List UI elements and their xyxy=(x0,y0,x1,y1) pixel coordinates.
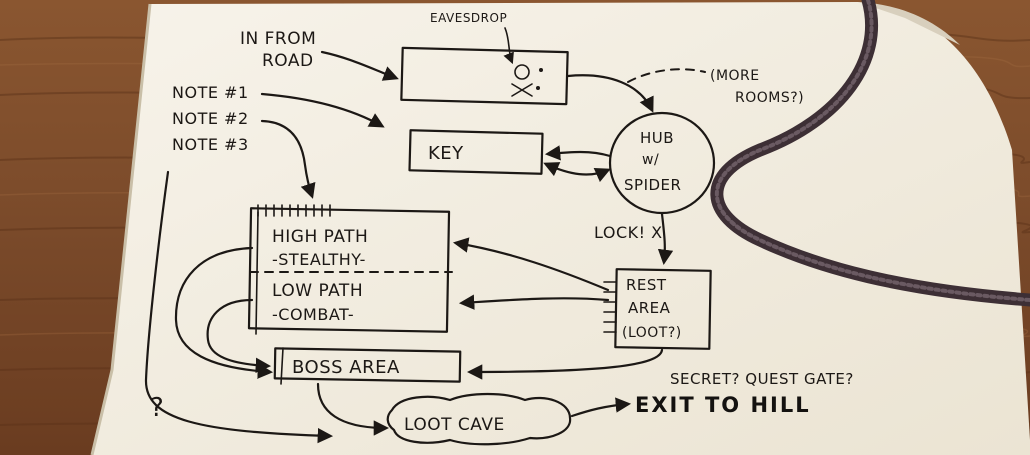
rest-area-label-2: AREA xyxy=(628,299,671,317)
more-rooms-label-2: ROOMS?) xyxy=(735,90,804,106)
in-from-road-label-2: ROAD xyxy=(262,51,314,71)
secret-quest-gate-label: SECRET? QUEST GATE? xyxy=(670,370,854,388)
more-rooms-label-1: (MORE xyxy=(710,68,760,84)
combat-label: -COMBAT- xyxy=(272,305,354,324)
hub-label-3: SPIDER xyxy=(624,176,681,194)
eavesdrop-label: EAVESDROP xyxy=(430,11,507,25)
sketchbook-page xyxy=(92,2,1030,455)
loot-cave-label: LOOT CAVE xyxy=(404,415,505,435)
note-2-label: NOTE #2 xyxy=(172,109,249,128)
question-mark: ? xyxy=(150,393,164,423)
hub-label-2: w/ xyxy=(642,152,659,168)
note-1-label: NOTE #1 xyxy=(172,83,249,102)
boss-area-label: BOSS AREA xyxy=(292,357,400,378)
exit-to-hill-label: EXIT TO HILL xyxy=(635,393,811,417)
in-from-road-label-1: IN FROM xyxy=(240,29,316,49)
hub-label-1: HUB xyxy=(640,129,674,147)
rest-area-label-1: REST xyxy=(626,276,667,294)
stealthy-label: -STEALTHY- xyxy=(272,250,366,269)
key-label: KEY xyxy=(428,143,464,164)
rest-area-label-3: (LOOT?) xyxy=(622,325,682,341)
note-3-label: NOTE #3 xyxy=(172,135,249,154)
lock-label: LOCK! X xyxy=(594,223,663,242)
high-path-label: HIGH PATH xyxy=(272,227,368,247)
low-path-label: LOW PATH xyxy=(272,281,363,301)
